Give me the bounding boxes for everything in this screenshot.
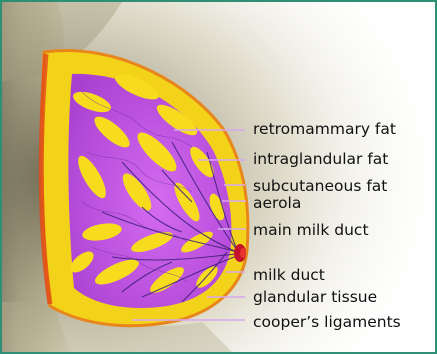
label-intraglandular-fat: intraglandular fat <box>253 150 388 168</box>
label-glandular-tissue: glandular tissue <box>253 288 377 306</box>
label-retromammary-fat: retromammary fat <box>253 120 396 138</box>
label-main-milk-duct: main milk duct <box>253 221 369 239</box>
label-subcutaneous-fat: subcutaneous fat <box>253 177 387 195</box>
label-aerola: aerola <box>253 194 301 212</box>
label-coopers-ligaments: cooper’s ligaments <box>253 313 401 331</box>
label-milk-duct: milk duct <box>253 266 325 284</box>
